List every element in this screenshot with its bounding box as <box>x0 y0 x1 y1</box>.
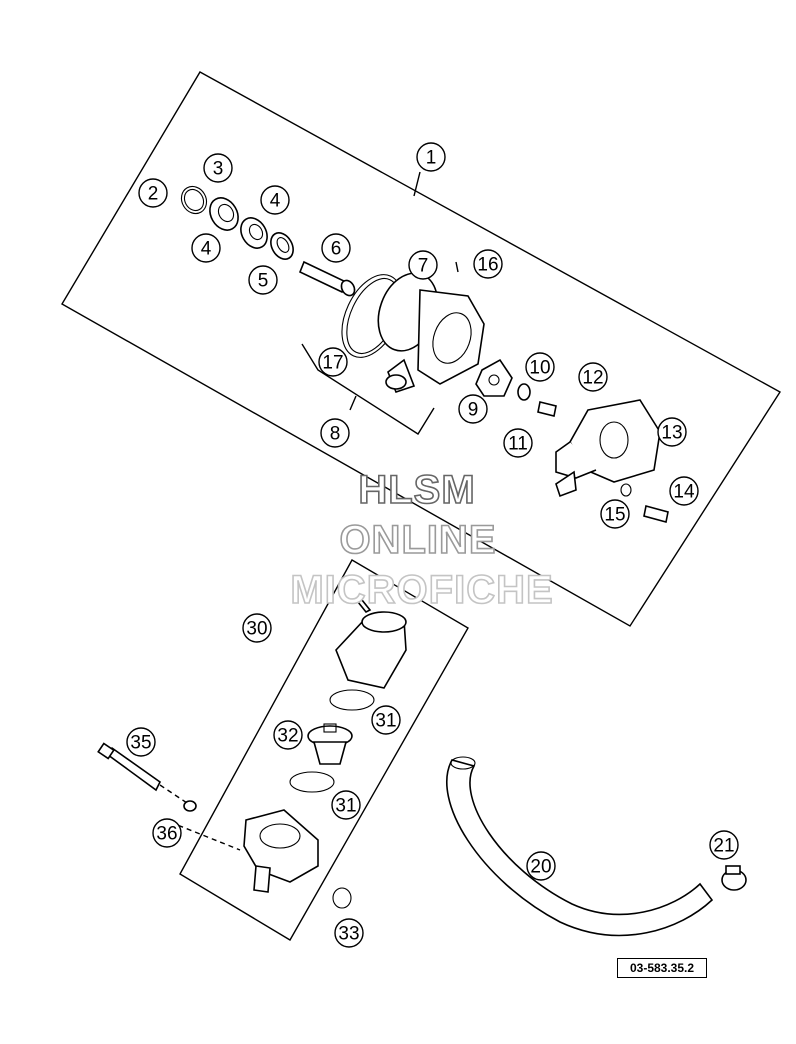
callout-6: 6 <box>321 233 351 263</box>
callout-10: 10 <box>525 352 555 382</box>
pin-part <box>455 261 459 273</box>
callout-33: 33 <box>334 918 364 948</box>
callout-7: 7 <box>408 250 438 280</box>
svg-text:12: 12 <box>582 368 603 389</box>
pump-shaft-part <box>298 260 356 297</box>
thermostat-base-part <box>243 809 319 893</box>
callout-8: 8 <box>320 418 350 448</box>
callout-1: 1 <box>416 142 446 172</box>
thermostat-o-ring-lower <box>289 771 335 793</box>
svg-text:4: 4 <box>201 239 212 260</box>
watermark-line-3: MICROFICHE <box>290 568 553 612</box>
callout-4a: 4 <box>191 233 221 263</box>
callout-32: 32 <box>273 720 303 750</box>
svg-text:13: 13 <box>661 423 682 444</box>
pump-housing-part <box>377 272 485 393</box>
thermostat-group-outline <box>179 559 469 941</box>
svg-text:17: 17 <box>322 353 343 374</box>
bearing-part-2 <box>240 217 268 249</box>
callout-15: 15 <box>600 499 630 529</box>
pump-cover-part <box>555 399 661 498</box>
svg-text:9: 9 <box>468 400 479 421</box>
watermark-line-2: ONLINE <box>339 518 496 562</box>
callout-2: 2 <box>138 178 168 208</box>
hose-end-upper <box>450 756 476 770</box>
callout-31b: 31 <box>331 790 361 820</box>
svg-text:4: 4 <box>270 191 281 212</box>
callout-21: 21 <box>709 830 739 860</box>
svg-text:11: 11 <box>508 434 528 455</box>
callout-30: 30 <box>242 613 272 643</box>
callout-17: 17 <box>318 347 348 377</box>
callout-9: 9 <box>458 394 488 424</box>
thermostat-part <box>307 723 353 765</box>
circlip-part <box>180 185 208 215</box>
callout-16: 16 <box>473 249 503 279</box>
svg-text:20: 20 <box>530 857 551 878</box>
bolt-washer-part <box>183 800 197 812</box>
svg-text:2: 2 <box>148 184 159 205</box>
svg-text:3: 3 <box>213 159 224 180</box>
impeller-screw-part <box>537 401 557 417</box>
svg-text:5: 5 <box>258 271 269 292</box>
leader-lines <box>159 171 421 851</box>
seal-ring-part <box>270 232 294 260</box>
svg-text:14: 14 <box>673 482 695 503</box>
coolant-hose-part <box>446 759 714 937</box>
callout-31a: 31 <box>371 705 401 735</box>
hose-clamp-part <box>721 865 747 891</box>
watermark: HLSM ONLINE MICROFICHE <box>290 467 554 613</box>
callout-4b: 4 <box>260 185 290 215</box>
svg-text:21: 21 <box>713 836 734 857</box>
callout-35: 35 <box>126 727 156 757</box>
svg-text:35: 35 <box>130 733 151 754</box>
svg-text:31: 31 <box>335 796 356 817</box>
svg-text:32: 32 <box>277 726 298 747</box>
svg-text:31: 31 <box>375 711 396 732</box>
water-pump-group-outline <box>61 71 781 627</box>
small-o-ring-part <box>332 887 352 909</box>
callout-5: 5 <box>248 265 278 295</box>
svg-text:33: 33 <box>338 924 359 945</box>
svg-text:30: 30 <box>246 619 267 640</box>
callout-12: 12 <box>578 362 608 392</box>
watermark-line-1: HLSM <box>358 468 475 512</box>
svg-text:6: 6 <box>331 239 342 260</box>
thermostat-o-ring-upper <box>329 689 375 711</box>
callout-36: 36 <box>152 818 182 848</box>
callout-14: 14 <box>669 476 699 506</box>
cover-screw-part <box>643 505 669 523</box>
callout-20: 20 <box>526 851 556 881</box>
callout-3: 3 <box>203 153 233 183</box>
thermostat-cover-part <box>335 598 407 689</box>
long-bolt-part <box>97 742 162 792</box>
callout-11: 11 <box>503 428 533 458</box>
reference-code-label: 03-583.35.2 <box>617 958 707 978</box>
svg-text:8: 8 <box>330 424 341 445</box>
svg-text:36: 36 <box>156 824 177 845</box>
svg-text:15: 15 <box>604 505 625 526</box>
impeller-part <box>475 358 513 397</box>
svg-text:16: 16 <box>477 255 498 276</box>
svg-text:10: 10 <box>529 358 550 379</box>
svg-text:7: 7 <box>418 256 429 277</box>
svg-text:1: 1 <box>426 148 437 169</box>
pump-housing-subgroup-bracket <box>301 343 435 435</box>
bearing-part-1 <box>209 197 239 231</box>
callout-13: 13 <box>657 417 687 447</box>
washer-part <box>517 383 531 401</box>
o-ring-part <box>620 483 632 497</box>
